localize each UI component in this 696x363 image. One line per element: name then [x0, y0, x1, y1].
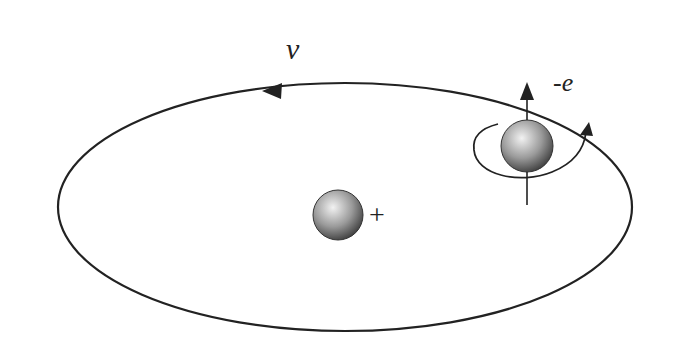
electron-charge-label: -e — [553, 70, 573, 96]
orbit-ellipse — [58, 83, 632, 331]
spin-arc-back — [474, 124, 498, 150]
electron-ball — [501, 120, 553, 172]
charge-label: + — [369, 201, 385, 229]
velocity-arrowhead — [262, 83, 282, 99]
nucleus-ball — [313, 190, 363, 240]
velocity-label: v — [286, 34, 299, 64]
spin-axis-arrowhead — [520, 82, 534, 100]
spin-axis-lower — [526, 172, 528, 205]
spin-arrowhead — [580, 122, 593, 136]
